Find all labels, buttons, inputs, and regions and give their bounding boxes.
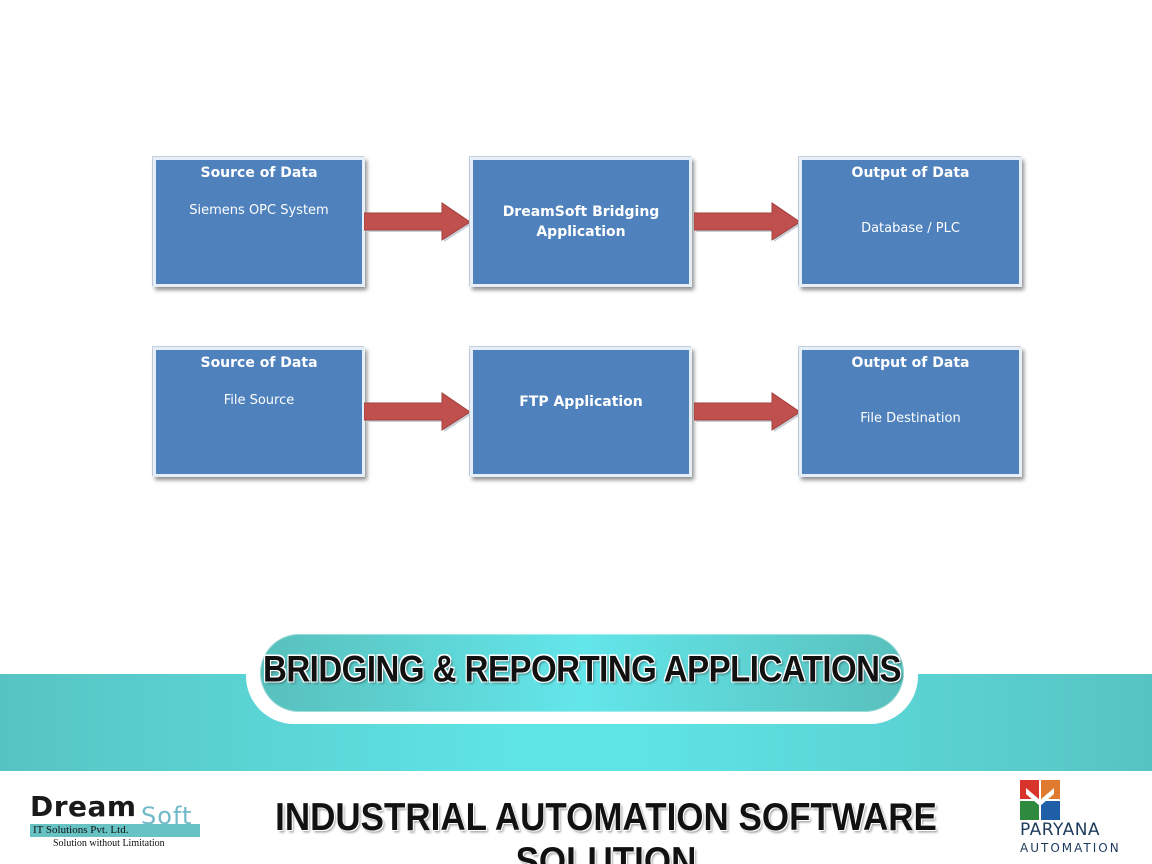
output-box-title: Output of Data xyxy=(851,165,970,181)
source-box-subtitle: File Source xyxy=(223,393,295,408)
flow-arrow-icon xyxy=(364,392,472,432)
application-box-1: DreamSoft Bridging Application xyxy=(470,157,692,287)
paryana-subtitle: AUTOMATION xyxy=(1020,841,1121,855)
output-box-subtitle: Database / PLC xyxy=(861,221,960,236)
section-heading: BRIDGING & REPORTING APPLICATIONS xyxy=(262,647,902,690)
output-box-2: Output of Data File Destination xyxy=(799,347,1022,477)
dreamsoft-logo: Dream Soft IT Solutions Pvt. Ltd. Soluti… xyxy=(30,790,202,852)
source-box-title: Source of Data xyxy=(200,355,318,371)
application-label-line: Application xyxy=(536,224,626,240)
application-box-label: DreamSoft Bridging Application xyxy=(473,202,689,242)
paryana-logo: PARYANA AUTOMATION xyxy=(1016,778,1126,858)
footer-title: INDUSTRIAL AUTOMATION SOFTWARE SOLUTION xyxy=(275,796,937,864)
paryana-mark-icon xyxy=(1020,780,1060,820)
application-box-2: FTP Application xyxy=(470,347,692,477)
application-box-label: FTP Application xyxy=(519,394,643,410)
output-box-title: Output of Data xyxy=(851,355,970,371)
output-box-1: Output of Data Database / PLC xyxy=(799,157,1022,287)
logo-company-name: IT Solutions Pvt. Ltd. xyxy=(33,824,129,836)
logo-word-dream: Dream xyxy=(30,790,137,823)
logo-bar xyxy=(30,824,200,837)
output-box-subtitle: File Destination xyxy=(860,411,961,426)
logo-tagline: Solution without Limitation xyxy=(53,838,165,849)
source-box-title: Source of Data xyxy=(200,165,318,181)
logo-word-soft: Soft xyxy=(141,802,193,830)
source-box-1: Source of Data Siemens OPC System xyxy=(153,157,365,287)
source-box-subtitle: Siemens OPC System xyxy=(189,203,329,218)
paryana-name: PARYANA xyxy=(1020,820,1101,840)
flow-arrow-icon xyxy=(694,392,802,432)
flow-arrow-icon xyxy=(694,202,802,242)
flow-arrow-icon xyxy=(364,202,472,242)
application-label-line: DreamSoft Bridging xyxy=(502,204,660,220)
source-box-2: Source of Data File Source xyxy=(153,347,365,477)
heading-pill xyxy=(260,634,904,712)
